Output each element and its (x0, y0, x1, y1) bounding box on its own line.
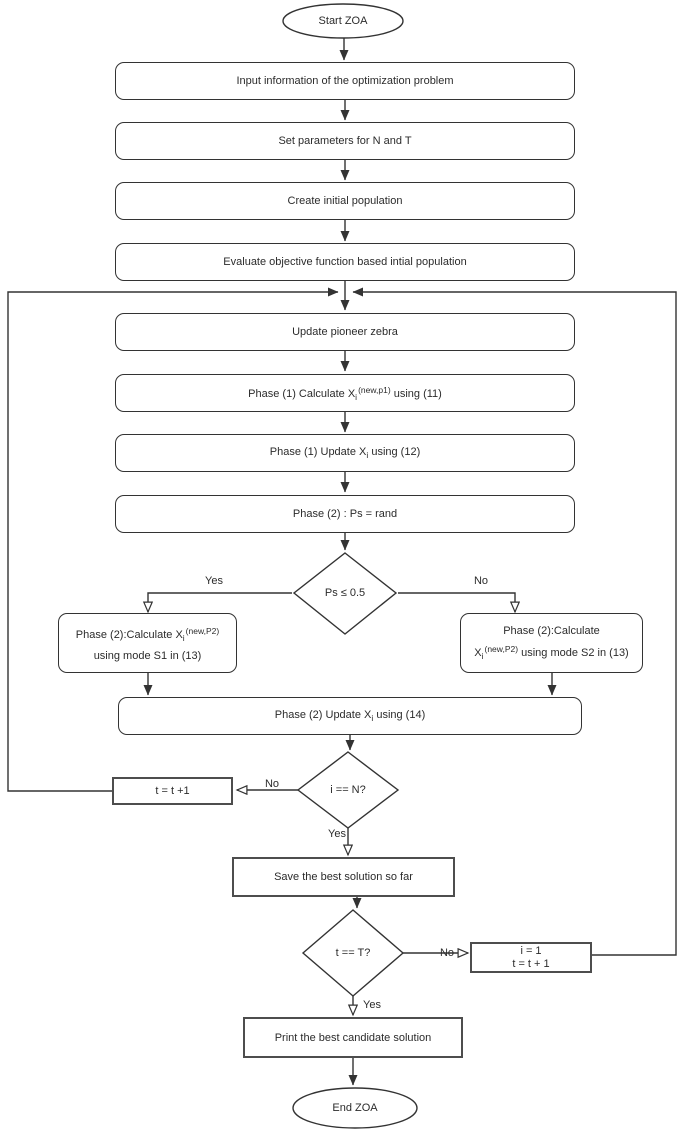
edge-right-feedback-loop (352, 287, 677, 956)
process-save-best: Save the best solution so far (232, 857, 455, 897)
edge-ps-yes (148, 592, 292, 612)
process-reset-line1: i = 1 (520, 944, 542, 957)
process-update-pioneer: Update pioneer zebra (115, 313, 575, 351)
process-phase2-s2-line2: Xi(new,P2) using mode S2 in (13) (474, 643, 629, 661)
edge-label-ps-yes: Yes (205, 575, 223, 587)
edge-ps-no (398, 592, 515, 612)
process-evaluate-objective: Evaluate objective function based intial… (115, 243, 575, 281)
t-decision-label: t == T? (335, 947, 371, 959)
i-decision-diamond (296, 751, 400, 829)
process-phase2-s2-line1: Phase (2):Calculate (503, 624, 600, 637)
process-t-increment: t = t +1 (112, 777, 233, 805)
process-phase2-update: Phase (2) Update Xi using (14) (118, 697, 582, 735)
process-create-population: Create initial population (115, 182, 575, 220)
process-set-params-label: Set parameters for N and T (278, 135, 412, 147)
process-set-params: Set parameters for N and T (115, 122, 575, 160)
process-reset-line2: t = t + 1 (512, 957, 550, 970)
edge-left-feedback-loop (7, 287, 339, 792)
process-t-increment-label: t = t +1 (155, 785, 190, 797)
process-phase2-update-label: Phase (2) Update Xi using (14) (274, 708, 426, 723)
process-phase1-update: Phase (1) Update Xi using (12) (115, 434, 575, 472)
process-phase2-s1: Phase (2):Calculate Xi(new,P2) using mod… (58, 613, 237, 673)
edge-label-t-yes: Yes (363, 999, 381, 1011)
end-terminator-label: End ZOA (332, 1102, 378, 1114)
process-update-pioneer-label: Update pioneer zebra (292, 326, 398, 338)
process-phase2-rand: Phase (2) : Ps = rand (115, 495, 575, 533)
process-phase2-rand-label: Phase (2) : Ps = rand (292, 508, 398, 520)
end-terminator-shape (292, 1087, 418, 1129)
process-evaluate-objective-label: Evaluate objective function based intial… (223, 256, 467, 268)
ps-decision-label: Ps ≤ 0.5 (324, 587, 366, 599)
i-decision-label: i == N? (330, 784, 366, 796)
ps-decision-diamond (292, 552, 398, 635)
t-decision-diamond (301, 909, 405, 997)
process-input-info-label: Input information of the optimization pr… (236, 75, 454, 87)
start-terminator-label: Start ZOA (318, 15, 368, 27)
process-phase2-s2: Phase (2):Calculate Xi(new,P2) using mod… (460, 613, 643, 673)
process-reset-counters: i = 1 t = t + 1 (470, 942, 592, 973)
process-phase1-update-label: Phase (1) Update Xi using (12) (269, 445, 421, 460)
process-phase2-s1-line1: Phase (2):Calculate Xi(new,P2) (75, 625, 220, 643)
process-phase2-s1-line2: using mode S1 in (13) (93, 649, 202, 662)
process-phase1-calculate-label: Phase (1) Calculate Xi(new,p1) using (11… (248, 384, 442, 402)
edge-label-i-yes: Yes (328, 828, 346, 840)
start-terminator-shape (282, 3, 404, 39)
process-input-info: Input information of the optimization pr… (115, 62, 575, 100)
process-print-best-label: Print the best candidate solution (274, 1031, 432, 1044)
edge-label-i-no: No (264, 778, 280, 790)
process-save-best-label: Save the best solution so far (274, 871, 413, 883)
process-print-best: Print the best candidate solution (243, 1017, 463, 1058)
process-create-population-label: Create initial population (287, 195, 403, 207)
process-phase1-calculate: Phase (1) Calculate Xi(new,p1) using (11… (115, 374, 575, 412)
edge-label-t-no: No (439, 946, 455, 959)
edge-label-ps-no: No (473, 575, 489, 587)
